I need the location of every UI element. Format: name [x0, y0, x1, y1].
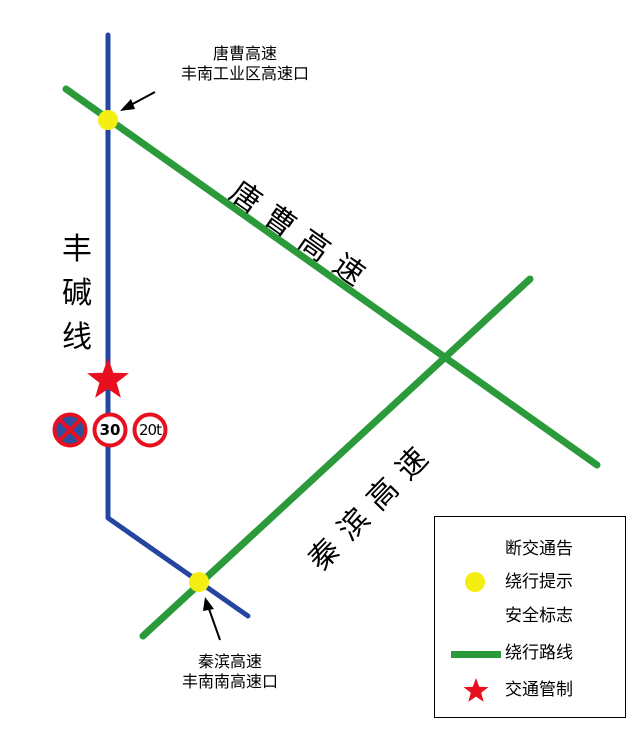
legend-label-traffic-control: 交通管制: [505, 680, 573, 700]
speed-limit-value: 30: [99, 421, 121, 439]
legend-green-line-icon: [451, 651, 501, 658]
north-exit-label: 唐曹高速 丰南工业区高速口: [150, 44, 340, 84]
qinbin-expressway: [139, 275, 534, 640]
fengjian-road: [105, 32, 251, 619]
traffic-control-star-icon: [87, 358, 129, 398]
legend-label-safety-sign: 安全标志: [505, 606, 573, 626]
north-exit-line2: 丰南工业区高速口: [180, 64, 309, 83]
fengjian-char-2: 碱: [62, 276, 92, 311]
legend-red-star-icon: [463, 678, 489, 702]
arrow-south-icon: [203, 597, 221, 641]
legend-label-detour-route: 绕行路线: [505, 643, 573, 663]
fengjian-char-1: 丰: [62, 232, 92, 267]
fengjian-road-label: 丰 碱 线: [60, 228, 94, 360]
legend-yellow-dot-icon: [465, 572, 485, 592]
weight-limit-sign-icon: [132, 412, 168, 448]
tangcao-expressway: [62, 85, 601, 469]
legend-label-closure-notice: 断交通告: [505, 539, 573, 559]
exit-dot-north: [98, 110, 118, 130]
fengjian-char-3: 线: [62, 320, 92, 355]
legend-label-detour-hint: 绕行提示: [505, 572, 573, 592]
north-exit-line1: 唐曹高速: [212, 44, 277, 63]
speed-limit-sign-icon: [92, 412, 128, 448]
south-exit-line2: 丰南南高速口: [181, 672, 278, 691]
arrow-north-icon: [120, 91, 156, 111]
weight-limit-value: 20t: [139, 421, 162, 439]
no-stopping-sign-icon: [52, 412, 88, 448]
exit-dot-south: [189, 572, 209, 592]
south-exit-label: 秦滨高速 丰南南高速口: [160, 652, 300, 692]
map-legend: 断交通告 绕行提示 安全标志 绕行路线 交通管制: [434, 516, 626, 718]
south-exit-line1: 秦滨高速: [197, 652, 262, 671]
